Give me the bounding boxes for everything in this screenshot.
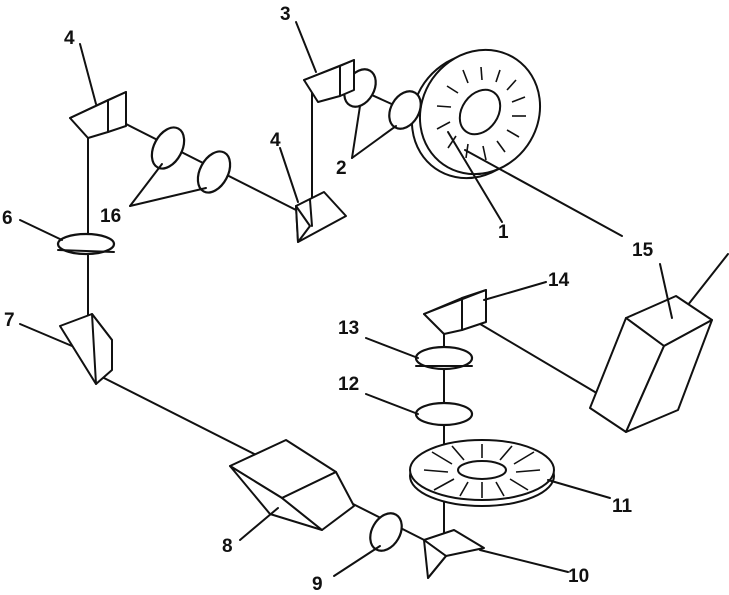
label-11: 11: [612, 496, 633, 517]
label-10: 10: [568, 566, 589, 587]
prism-7: [59, 313, 113, 385]
label-13: 13: [338, 318, 359, 339]
label-12: 12: [338, 374, 359, 395]
device-15: [589, 295, 713, 433]
label-4-upper: 4: [64, 28, 75, 49]
label-15: 15: [632, 240, 654, 261]
prism-10: [423, 529, 485, 579]
label-2: 2: [336, 158, 347, 179]
disk-1: [410, 48, 542, 180]
lens-13: [414, 345, 474, 371]
label-16: 16: [100, 206, 121, 227]
labels: 1 2 3 4 4 6 7 8 9 10 11 12 13 14 15 16: [2, 4, 654, 595]
label-14: 14: [548, 270, 570, 291]
prism-3: [303, 59, 355, 103]
label-3: 3: [280, 4, 291, 25]
leader-lines: [19, 21, 673, 577]
label-7: 7: [4, 310, 15, 331]
lens-6: [56, 232, 116, 256]
lens-12: [414, 401, 474, 427]
lenses-16: [150, 126, 232, 194]
prism-4-center: [295, 191, 347, 243]
disk-11: [409, 439, 555, 507]
prism-14: [423, 289, 487, 335]
label-8: 8: [222, 536, 233, 557]
label-9: 9: [312, 574, 323, 595]
prism-8: [229, 439, 355, 531]
lens-9: [369, 512, 403, 552]
label-4-center: 4: [270, 130, 281, 151]
prism-4-upper: [69, 91, 127, 139]
label-6: 6: [2, 208, 13, 229]
label-1: 1: [498, 222, 509, 243]
